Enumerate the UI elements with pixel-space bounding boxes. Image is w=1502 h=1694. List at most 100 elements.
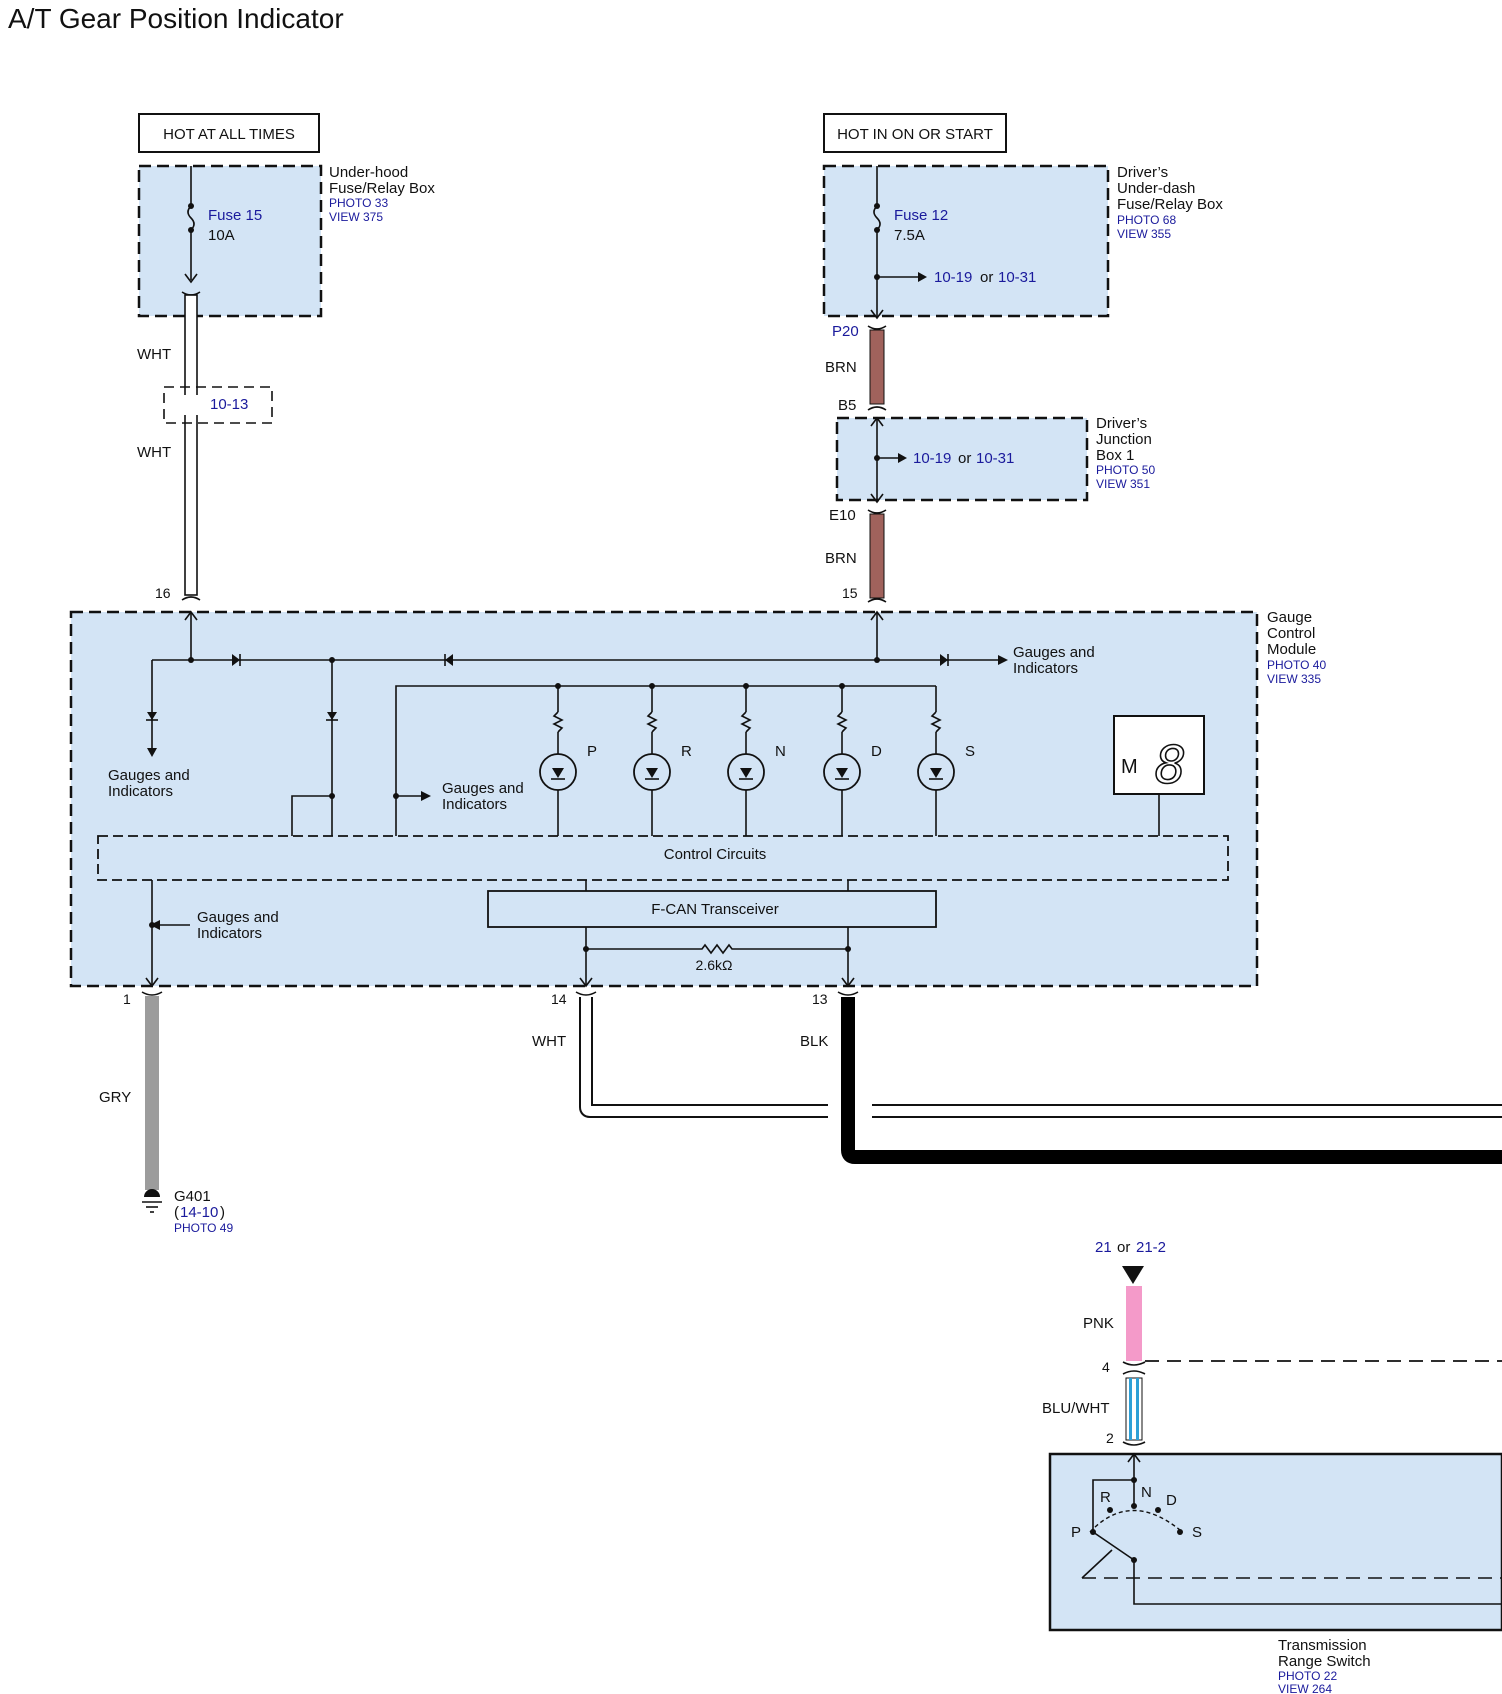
wht-can-label: WHT [532,1033,566,1050]
underhood-fuse-box [137,164,323,318]
connector-p20: P20 [832,323,859,340]
gauges-label-c1: Gauges and [442,780,524,797]
junction-box-1 [835,416,1089,502]
underdash-name-3: Fuse/Relay Box [1117,196,1223,213]
blu-wht-wire [1125,1377,1143,1441]
underdash-ref-a: 10-19 [934,269,972,286]
diagram-title: A/T Gear Position Indicator [8,3,344,34]
trs-pos-s: S [1192,1524,1202,1541]
underdash-name-2: Under-dash [1117,180,1195,197]
pin-16: 16 [155,585,171,601]
splice-ref: 10-13 [210,396,248,413]
underdash-name-1: Driver’s [1117,164,1168,181]
pnk-ref-arrow [1122,1266,1144,1284]
trs-pos-d: D [1166,1492,1177,1509]
trs-name-2: Range Switch [1278,1653,1371,1670]
trs-view: VIEW 264 [1278,1682,1332,1694]
underhood-photo: PHOTO 33 [329,196,388,210]
ground-ref: 14-10 [180,1204,218,1221]
led-r: R [633,683,692,836]
connector-e10: E10 [829,507,856,524]
gcm-name-2: Control [1267,625,1315,642]
underdash-ref-b: 10-31 [998,269,1036,286]
underhood-view: VIEW 375 [329,210,383,224]
gcm-view: VIEW 335 [1267,672,1321,686]
junction-name-2: Junction [1096,431,1152,448]
brn-wire-1 [869,329,885,405]
gry-wire-label: GRY [99,1089,131,1106]
pin-2: 2 [1106,1430,1114,1446]
gauges-label-b1: Gauges and [108,767,190,784]
led-d: D [823,683,882,836]
gry-wire [145,996,159,1190]
gauges-label-b2: Indicators [108,783,173,800]
gauge-control-module [69,610,1259,988]
led-s-label: S [965,743,975,760]
hot-at-all-times-box [138,113,320,153]
led-d-label: D [871,743,882,760]
gauges-label-a1: Gauges and [1013,644,1095,661]
blk-can-label: BLK [800,1033,828,1050]
trs-name-1: Transmission [1278,1637,1367,1654]
fcan-transceiver [487,890,937,928]
led-s: S [917,686,975,836]
gauges-label-a2: Indicators [1013,660,1078,677]
underdash-view: VIEW 355 [1117,227,1171,241]
gcm-photo: PHOTO 40 [1267,658,1326,672]
led-n-label: N [775,743,786,760]
gauges-label-d1: Gauges and [197,909,279,926]
resistor-label: 2.6kΩ [696,957,733,973]
pnk-ref-b: 21-2 [1136,1239,1166,1256]
brn-wire-label-1: BRN [825,359,857,376]
junction-ref-a: 10-19 [913,450,951,467]
ground-symbol [142,1189,162,1213]
pin-4: 4 [1102,1359,1110,1375]
junction-name-1: Driver’s [1096,415,1147,432]
trs-pos-n: N [1141,1484,1152,1501]
pin-14: 14 [551,991,567,1007]
fuse-12-rating: 7.5A [894,227,925,244]
gear-display-digit: 8 [1155,736,1186,796]
blk-can-wire [841,997,1502,1164]
hot-in-on-label: HOT IN ON OR START [837,126,993,143]
gear-display [1113,715,1205,795]
trs-pos-r: R [1100,1489,1111,1506]
control-circuits-label: Control Circuits [664,846,767,863]
junction-ref-or: or [958,450,971,467]
ground-name: G401 [174,1188,211,1205]
fuse-15-rating: 10A [208,227,235,244]
pin-13: 13 [812,991,828,1007]
pnk-wire [1126,1286,1142,1361]
underdash-fuse-box [822,164,1110,318]
blu-wht-label: BLU/WHT [1042,1400,1110,1417]
fuse-12-label: Fuse 12 [894,207,948,224]
junction-name-3: Box 1 [1096,447,1134,464]
junction-photo: PHOTO 50 [1096,463,1155,477]
underdash-ref-or: or [980,269,993,286]
fuse-15-label: Fuse 15 [208,207,262,224]
underhood-name-1: Under-hood [329,164,408,181]
hot-at-all-times-label: HOT AT ALL TIMES [163,126,295,143]
wht-wire-label-1: WHT [137,346,171,363]
transmission-range-switch [1048,1452,1502,1632]
gcm-name-1: Gauge [1267,609,1312,626]
wht-can-wire [579,997,828,1118]
led-r-label: R [681,743,692,760]
pin-1: 1 [123,991,131,1007]
pin-15: 15 [842,585,858,601]
led-n: N [727,683,786,836]
gauges-label-c2: Indicators [442,796,507,813]
trs-photo: PHOTO 22 [1278,1669,1337,1683]
underdash-photo: PHOTO 68 [1117,213,1176,227]
brn-wire-2 [869,513,885,599]
wht-wire-label-2: WHT [137,444,171,461]
pnk-wire-label: PNK [1083,1315,1114,1332]
pnk-ref-or: or [1117,1239,1130,1256]
ground-ref-close: ) [220,1204,225,1221]
pnk-ref-a: 21 [1095,1239,1112,1256]
wht-wire-1 [184,294,198,596]
hot-in-on-box [823,113,1007,153]
junction-ref-b: 10-31 [976,450,1014,467]
fcan-label: F-CAN Transceiver [651,901,779,918]
ground-ref-open: ( [174,1204,179,1221]
